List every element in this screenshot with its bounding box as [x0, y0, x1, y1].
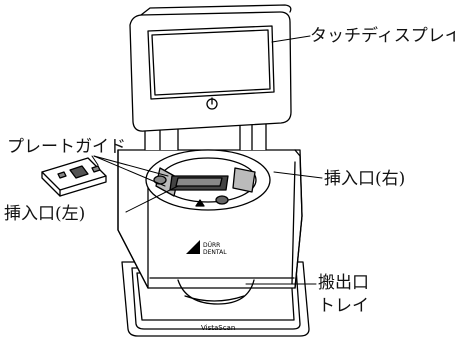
- brand-text-line2: DENTAL: [203, 249, 227, 256]
- label-slot-left: 挿入口(左): [4, 204, 86, 224]
- callout-leaders: [91, 35, 323, 285]
- brand-logo-mark: [186, 240, 200, 254]
- touch-display-screen: [147, 25, 275, 100]
- label-output-tray-line2: トレイ: [318, 296, 369, 316]
- brand-text-line1: DÜRR: [203, 242, 220, 249]
- label-plate-guide: プレートガイド: [7, 137, 126, 157]
- power-icon[interactable]: [206, 97, 218, 110]
- label-slot-right: 挿入口(右): [324, 169, 406, 189]
- plate-guide-part: [41, 157, 107, 197]
- display-head: [129, 4, 292, 132]
- insertion-deck: [145, 149, 271, 211]
- label-output-tray-line1: 搬出口: [318, 273, 369, 293]
- model-name-text: VistaScan: [201, 324, 235, 332]
- label-touch-display: タッチディスプレイ: [310, 26, 455, 46]
